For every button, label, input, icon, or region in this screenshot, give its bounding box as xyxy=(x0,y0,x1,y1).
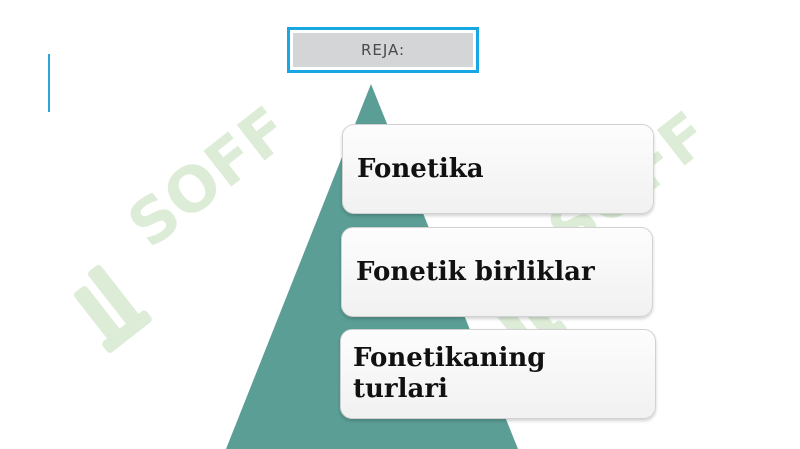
plan-item-1: Fonetika xyxy=(342,124,654,214)
plan-item-label: Fonetikaning turlari xyxy=(353,343,546,404)
plan-item-label: Fonetik birliklar xyxy=(356,257,595,287)
title-box: REJA: xyxy=(287,27,479,73)
plan-item-label: Fonetika xyxy=(357,154,484,184)
slide-title: REJA: xyxy=(360,41,406,59)
plan-item-2: Fonetik birliklar xyxy=(341,227,653,317)
plan-item-3: Fonetikaning turlari xyxy=(340,329,656,419)
accent-bar xyxy=(48,54,50,112)
